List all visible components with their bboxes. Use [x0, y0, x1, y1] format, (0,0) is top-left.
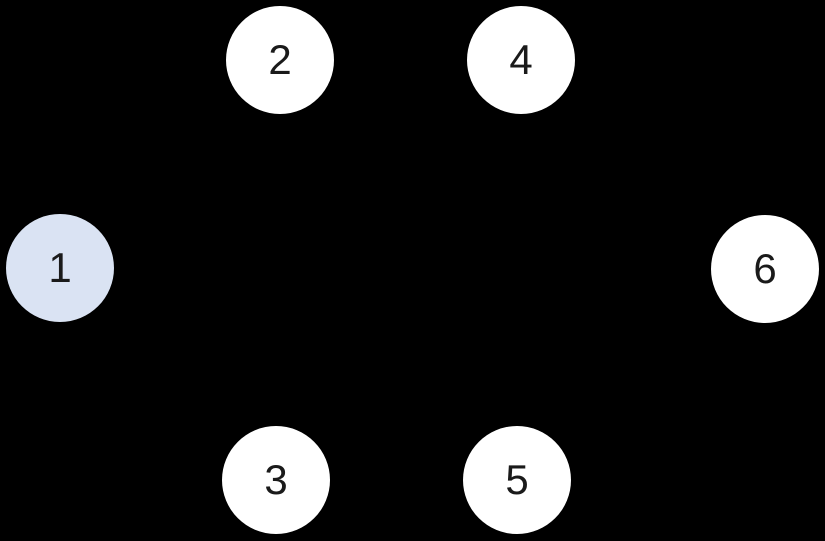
graph-node-6[interactable]: 6: [711, 215, 819, 323]
node-2-label: 2: [268, 36, 292, 83]
graph-node-1[interactable]: 1: [6, 214, 114, 322]
node-5-label: 5: [505, 456, 529, 503]
node-6-label: 6: [753, 245, 777, 292]
node-3-label: 3: [264, 456, 288, 503]
graph-node-5[interactable]: 5: [463, 426, 571, 534]
node-1-label: 1: [48, 244, 72, 291]
graph-node-2[interactable]: 2: [226, 6, 334, 114]
graph-node-4[interactable]: 4: [467, 6, 575, 114]
graph-node-3[interactable]: 3: [222, 426, 330, 534]
node-4-label: 4: [509, 36, 533, 83]
